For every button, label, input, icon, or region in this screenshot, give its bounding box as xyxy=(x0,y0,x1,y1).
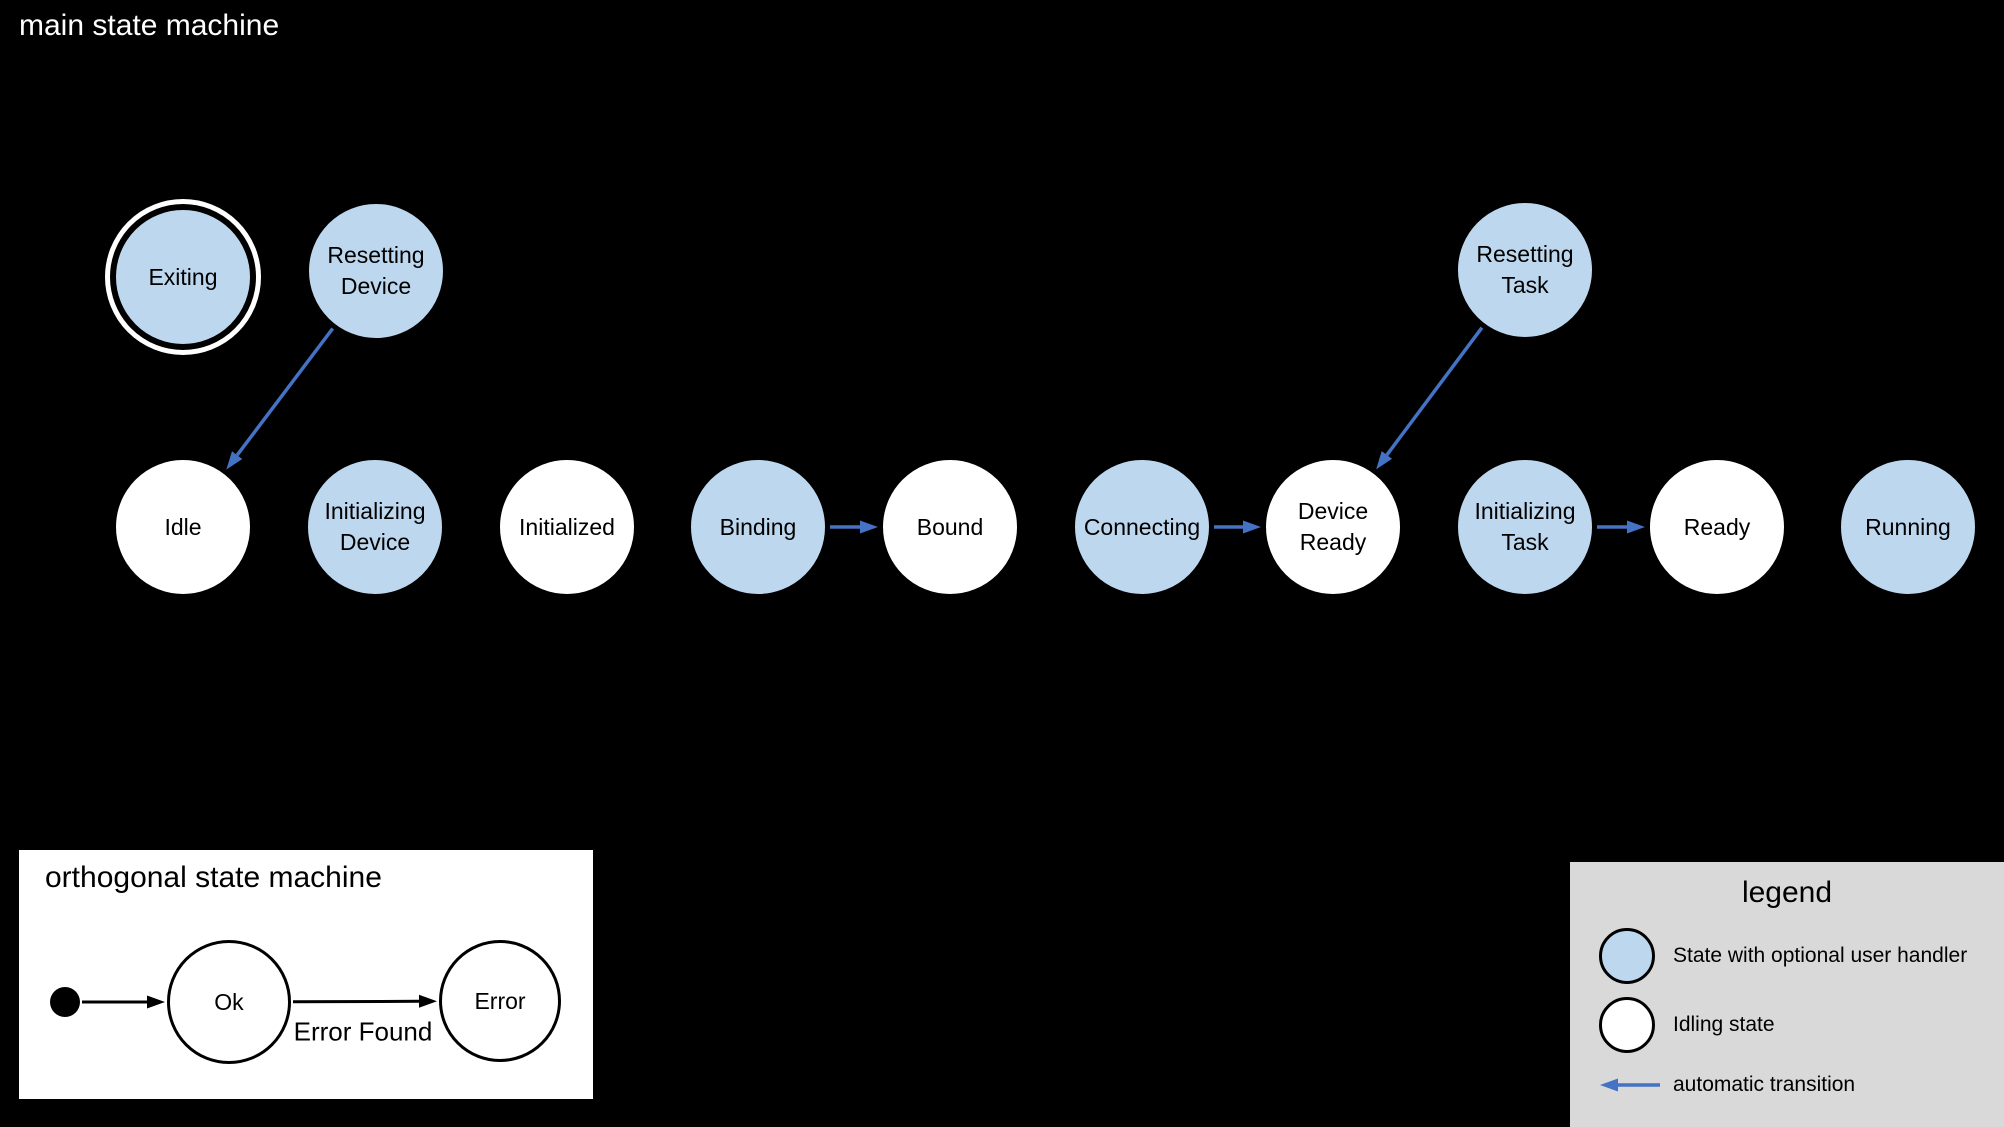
legend-item-idling-state: Idling state xyxy=(1570,997,2004,1053)
state-label: Ready xyxy=(1683,513,1751,540)
state-node-running: Running xyxy=(1838,457,1978,597)
legend-item-label: automatic transition xyxy=(1673,1073,1856,1096)
state-label: Resetting Task xyxy=(1476,241,1574,298)
state-label: Running xyxy=(1865,513,1951,540)
state-node-device-ready: Device Ready xyxy=(1263,457,1403,597)
state-label: Resetting Device xyxy=(327,242,425,299)
state-node-initialized: Initialized xyxy=(497,457,637,597)
state-node-error: Error xyxy=(439,940,561,1062)
state-node-idle: Idle xyxy=(113,457,253,597)
state-label: Exiting xyxy=(148,263,218,290)
legend-item-label: Idling state xyxy=(1673,1013,1775,1036)
state-label: Error xyxy=(474,987,526,1014)
legend-item-automatic-transition: automatic transition xyxy=(1570,1072,2004,1098)
state-node-initializing-device: Initializing Device xyxy=(305,457,445,597)
orthogonal-machine-title: orthogonal state machine xyxy=(45,861,382,894)
automatic-transition-arrow-icon xyxy=(1600,1078,1660,1092)
state-node-exiting: Exiting xyxy=(113,207,253,347)
legend-item-handler-state: State with optional user handler xyxy=(1570,928,2004,984)
state-label: Initializing Device xyxy=(324,498,426,555)
idling-state-swatch-circle xyxy=(1599,997,1655,1053)
transition-arrow-resetting-task-to-device-ready xyxy=(1376,326,1484,470)
state-label: Idle xyxy=(164,513,202,540)
state-node-resetting-task: Resetting Task xyxy=(1455,200,1595,340)
state-label: Initialized xyxy=(519,513,615,540)
state-label: Bound xyxy=(916,513,984,540)
state-label: Connecting xyxy=(1083,513,1201,540)
final-state-ring xyxy=(105,199,261,355)
state-node-ok: Ok xyxy=(167,940,291,1064)
state-node-resetting-device: Resetting Device xyxy=(306,201,446,341)
legend-item-label: State with optional user handler xyxy=(1673,944,1968,967)
state-node-connecting: Connecting xyxy=(1072,457,1212,597)
legend-box: legend State with optional user handler … xyxy=(1570,862,2004,1127)
state-node-binding: Binding xyxy=(688,457,828,597)
state-label: Binding xyxy=(719,513,797,540)
transition-arrow-ok-to-error xyxy=(292,994,437,1008)
state-label: Ok xyxy=(214,988,244,1015)
state-node-ready: Ready xyxy=(1647,457,1787,597)
state-label: Device Ready xyxy=(1297,498,1369,555)
transition-label: Error Found xyxy=(293,1016,433,1047)
legend-title: legend xyxy=(1741,876,1833,909)
state-node-initializing-task: Initializing Task xyxy=(1455,457,1595,597)
state-node-bound: Bound xyxy=(880,457,1020,597)
page-title: main state machine xyxy=(19,9,280,42)
handler-state-swatch-circle xyxy=(1599,928,1655,984)
transition-arrow-resetting-device-to-idle xyxy=(226,327,335,470)
initial-state-dot xyxy=(50,987,80,1017)
state-label: Initializing Task xyxy=(1474,498,1576,555)
